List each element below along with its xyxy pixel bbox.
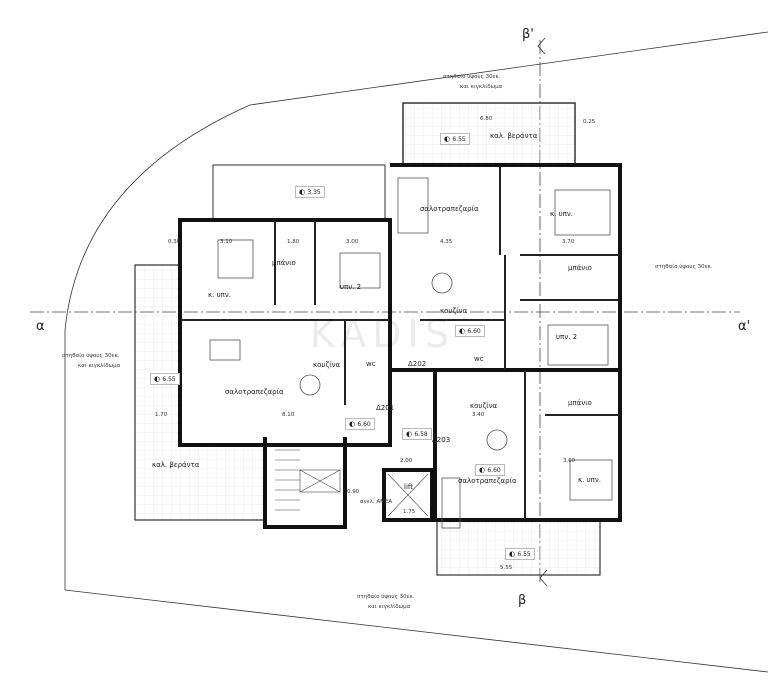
dim: 3.40 <box>472 412 485 418</box>
dim: 2.00 <box>400 458 413 464</box>
lift-walls <box>382 468 434 522</box>
section-label-a: α <box>36 319 45 334</box>
level-203: 6.60 <box>475 464 505 476</box>
dim: 3.60 <box>563 458 576 464</box>
room-living-201: σαλοτραπεζαρία <box>225 388 284 396</box>
note-top-1: στηθαίο ύψους 30εκ. <box>443 74 501 80</box>
dim: 1.80 <box>287 239 300 245</box>
room-living-202: σαλοτραπεζαρία <box>420 205 479 213</box>
site-boundary-bottom <box>64 589 768 673</box>
watermark: KADIS <box>310 312 455 356</box>
site-boundary <box>64 31 768 590</box>
room-kitchen-202: κουζίνα <box>440 307 468 315</box>
room-bath-201: μπάνιο <box>272 259 296 267</box>
dim: 0.25 <box>583 119 596 125</box>
left-apartment-walls <box>178 218 392 447</box>
stair-walls <box>263 437 347 529</box>
room-master-203: κ. υπν. <box>578 476 601 484</box>
note-bottom-1: στηθαίο ύψους 30εκ. <box>357 594 415 600</box>
apartment-203: Δ203 <box>432 436 451 444</box>
level-terrace: 3.35 <box>295 186 325 198</box>
room-kitchen-203: κουζίνα <box>470 402 498 410</box>
dim: 1.70 <box>155 412 168 418</box>
dim: 0.90 <box>347 489 360 495</box>
note-right-1: στηθαίο ύψους 30εκ. <box>655 264 713 270</box>
note-left-1: στηθαίο ύψους 30εκ. <box>62 353 120 359</box>
right-lower-apartment-walls <box>433 368 622 522</box>
room-wc-201: wc <box>366 360 376 368</box>
note-top-2: και κιγκλίδωμα <box>460 84 503 90</box>
level-left-balcony: 6.55 <box>150 373 180 385</box>
room-bed2-201: υπν. 2 <box>340 283 362 291</box>
apartment-202: Δ202 <box>408 360 427 368</box>
dim: 3.70 <box>562 239 575 245</box>
top-balcony <box>402 102 576 166</box>
room-bed2-202: υπν. 2 <box>556 333 578 341</box>
room-bath-203: μπάνιο <box>568 399 592 407</box>
dim: 3.10 <box>220 239 233 245</box>
dim: 5.55 <box>500 565 513 571</box>
room-master-202: κ. υπν. <box>550 210 573 218</box>
section-label-a-prime: α' <box>738 319 751 334</box>
dim: 3.00 <box>346 239 359 245</box>
section-label-b: β <box>518 593 527 608</box>
level-top-balcony: 6.55 <box>440 133 470 145</box>
apartment-201: Δ201 <box>376 404 395 412</box>
dim: 1.75 <box>403 509 416 515</box>
lift-label: lift <box>404 483 413 491</box>
dim: 8.10 <box>282 412 295 418</box>
dim: 6.80 <box>480 116 493 122</box>
note-bottom-2: και κιγκλίδωμα <box>368 604 411 610</box>
room-veranda-top: καλ. βεράντα <box>490 132 538 140</box>
room-bath-202: μπάνιο <box>568 264 592 272</box>
room-kitchen-201: κουζίνα <box>313 361 341 369</box>
dim: 4.35 <box>440 239 453 245</box>
room-master-201: κ. υπν. <box>208 291 231 299</box>
dim: 0.30 <box>168 239 181 245</box>
note-left-2: και κιγκλίδωμα <box>78 363 121 369</box>
level-landing: 6.58 <box>402 428 432 440</box>
disabled-lift-label: ανελ. ΑΜΕΑ <box>360 499 393 505</box>
room-living-203: σαλοτραπεζαρία <box>458 477 517 485</box>
room-veranda-left: καλ. βεράντα <box>152 461 200 469</box>
level-201: 6.60 <box>345 418 375 430</box>
room-wc-202: wc <box>474 355 484 363</box>
level-bottom-balcony: 6.55 <box>505 548 535 560</box>
section-label-b-prime: β' <box>522 27 534 42</box>
level-202: 6.60 <box>455 325 485 337</box>
